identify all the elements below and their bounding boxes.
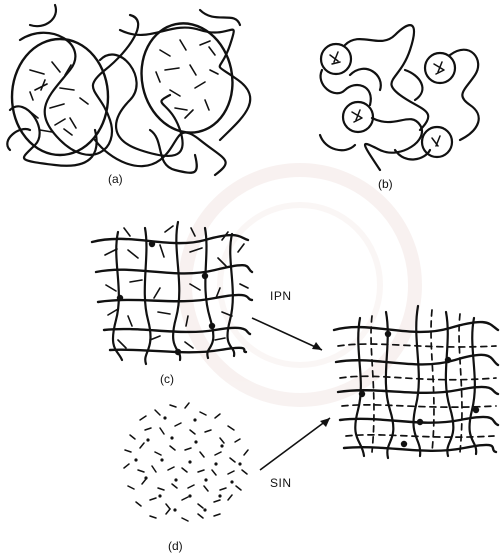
panel-a-diagram (7, 5, 250, 175)
sin-arrow-label: SIN (270, 476, 292, 490)
panel-c-caption: (c) (160, 372, 174, 386)
panel-a-caption: (a) (108, 172, 123, 186)
ipn-arrow (252, 318, 322, 350)
panel-d-caption: (d) (168, 539, 183, 553)
watermark-seal (185, 170, 415, 400)
sin-arrow (260, 418, 330, 470)
panel-b-caption: (b) (378, 177, 393, 191)
panel-c-network (92, 222, 252, 364)
panel-b-diagram (320, 25, 479, 170)
panel-d-monomer-dispersion (124, 403, 248, 521)
panel-a-domain-left (12, 39, 108, 155)
ipn-arrow-label: IPN (270, 289, 292, 303)
